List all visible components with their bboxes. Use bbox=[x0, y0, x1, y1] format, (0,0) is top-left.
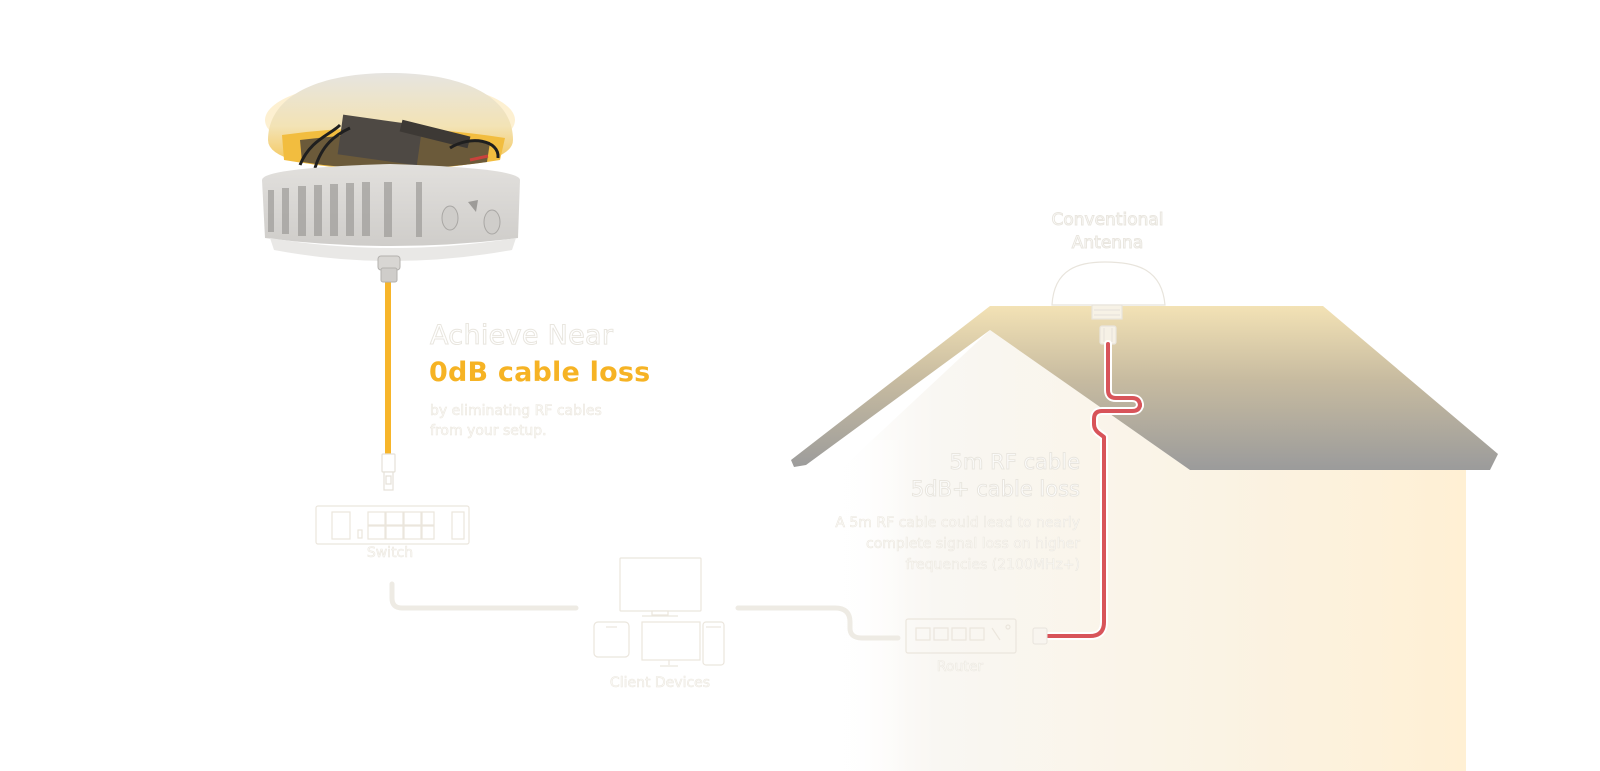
rf-title-line2: 5dB+ cable loss bbox=[910, 477, 1080, 502]
rf-cable-description: A 5m RF cable could lead to nearly compl… bbox=[835, 515, 1080, 574]
client-devices-group bbox=[593, 557, 725, 667]
phone-icon bbox=[702, 621, 725, 666]
ethernet-plug-icon bbox=[381, 453, 396, 491]
antenna-label-line1: Conventional bbox=[1051, 210, 1164, 231]
router-icon bbox=[905, 618, 1017, 654]
conventional-antenna-icon bbox=[1051, 261, 1166, 320]
router-label: Router bbox=[936, 659, 984, 676]
tablet-icon bbox=[593, 621, 630, 658]
rf-connector-icon bbox=[1099, 325, 1117, 345]
monitor-icon bbox=[619, 557, 702, 617]
house-wall bbox=[840, 330, 1466, 771]
house-icon bbox=[791, 306, 1498, 771]
house-roof bbox=[791, 306, 1498, 470]
outdoor-antenna-unit-icon bbox=[262, 73, 520, 283]
router-rf-connector-icon bbox=[1032, 627, 1048, 645]
rf-cable-title: 5m RF cable 5dB+ cable loss bbox=[820, 449, 1080, 503]
ethernet-cable bbox=[385, 280, 391, 456]
headline-line1: Achieve Near bbox=[429, 320, 614, 352]
headline-subtext: by eliminating RF cables from your setup… bbox=[430, 403, 602, 440]
client-devices-label: Client Devices bbox=[609, 675, 711, 692]
headline-line2: 0dB cable loss bbox=[429, 357, 651, 388]
antenna-label-line2: Antenna bbox=[1071, 233, 1144, 254]
network-lines bbox=[389, 581, 901, 641]
conventional-antenna-label: Conventional Antenna bbox=[1020, 209, 1195, 255]
switch-label: Switch bbox=[366, 545, 414, 562]
rf-title-line1: 5m RF cable bbox=[949, 450, 1080, 475]
desktop-icon bbox=[641, 621, 701, 667]
rf-cable-core bbox=[1046, 342, 1142, 638]
network-switch-icon bbox=[315, 505, 470, 545]
